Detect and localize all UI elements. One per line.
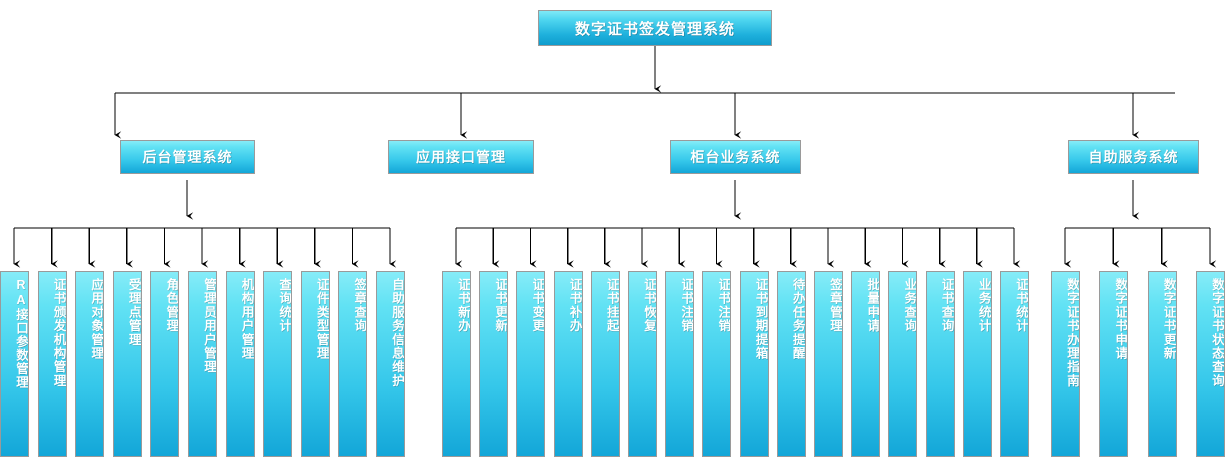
leaf-business-query[interactable]: 业务查询: [888, 271, 918, 457]
leaf-id-type-mgmt[interactable]: 证件类型管理: [300, 271, 330, 457]
node-branch-api-label: 应用接口管理: [416, 149, 506, 165]
leaf-label: 证件类型管理: [314, 278, 329, 361]
leaf-label: 数字证书更新: [1161, 278, 1176, 361]
leaf-cert-handling-guide[interactable]: 数字证书办理指南: [1051, 271, 1080, 457]
leaf-label: 应用对象管理: [89, 278, 104, 361]
leaf-label: 批量申请: [865, 278, 880, 333]
leaf-label: 自助服务信息维护: [390, 278, 404, 388]
leaf-cert-new[interactable]: 证书新办: [442, 271, 471, 457]
leaf-cert-renew[interactable]: 证书更新: [479, 271, 509, 457]
leaf-cert-restore[interactable]: 证书恢复: [628, 271, 657, 457]
leaf-label: 待办任务提醒: [790, 278, 805, 361]
leaf-label: 业务查询: [902, 278, 917, 333]
leaf-seal-query[interactable]: 签章查询: [338, 271, 368, 457]
leaf-query-statistics[interactable]: 查询统计: [263, 271, 293, 457]
node-branch-counter-label: 柜台业务系统: [690, 149, 781, 165]
leaf-acceptance-point-mgmt[interactable]: 受理点管理: [112, 271, 142, 457]
leaf-label: 证书注销: [716, 278, 731, 333]
node-branch-backoffice[interactable]: 后台管理系统: [120, 140, 255, 174]
leaf-seal-mgmt[interactable]: 签章管理: [814, 271, 843, 457]
leaf-cert-suspend[interactable]: 证书挂起: [590, 271, 620, 457]
leaf-label: RA接口参数管理: [14, 278, 28, 389]
leaf-cert-reissue[interactable]: 证书补办: [553, 271, 583, 457]
node-branch-counter[interactable]: 柜台业务系统: [670, 140, 801, 174]
leaf-label: 签章管理: [828, 278, 842, 333]
leaf-label: 证书恢复: [642, 278, 656, 333]
leaf-label: 查询统计: [277, 278, 292, 333]
node-root[interactable]: 数字证书签发管理系统: [538, 10, 772, 46]
leaf-label: 管理员用户管理: [202, 278, 216, 374]
leaf-org-user-mgmt[interactable]: 机构用户管理: [225, 271, 255, 457]
leaf-cert-status-query[interactable]: 数字证书状态查询: [1196, 271, 1225, 457]
node-root-label: 数字证书签发管理系统: [574, 20, 735, 38]
node-branch-selfservice[interactable]: 自助服务系统: [1068, 140, 1199, 174]
leaf-label: 证书统计: [1014, 278, 1028, 333]
leaf-app-object-mgmt[interactable]: 应用对象管理: [75, 271, 105, 457]
node-branch-backoffice-label: 后台管理系统: [142, 149, 233, 165]
leaf-ca-org-mgmt[interactable]: 证书颁发机构管理: [37, 271, 67, 457]
leaf-cert-revoke-1[interactable]: 证书注销: [665, 271, 695, 457]
leaf-selfservice-info-maintenance[interactable]: 自助服务信息维护: [376, 271, 405, 457]
leaf-label: 数字证书办理指南: [1065, 278, 1079, 388]
leaf-cert-statistics[interactable]: 证书统计: [1000, 271, 1029, 457]
leaf-ra-param-mgmt[interactable]: RA接口参数管理: [0, 271, 29, 457]
leaf-label: 证书到期提箱: [753, 278, 768, 361]
leaf-label: 证书注销: [679, 278, 694, 333]
leaf-label: 数字证书申请: [1113, 278, 1128, 361]
leaf-admin-user-mgmt[interactable]: 管理员用户管理: [188, 271, 217, 457]
leaf-business-statistics[interactable]: 业务统计: [962, 271, 992, 457]
leaf-label: 签章查询: [352, 278, 367, 333]
leaf-pending-task-reminder[interactable]: 待办任务提醒: [776, 271, 806, 457]
leaf-cert-update[interactable]: 数字证书更新: [1147, 271, 1177, 457]
leaf-label: 证书补办: [567, 278, 582, 333]
leaf-cert-query[interactable]: 证书查询: [925, 271, 955, 457]
leaf-label: 角色管理: [164, 278, 179, 333]
leaf-label: 证书更新: [493, 278, 508, 333]
leaf-label: 机构用户管理: [239, 278, 254, 361]
leaf-label: 证书颁发机构管理: [51, 278, 66, 388]
leaf-label: 受理点管理: [126, 278, 141, 347]
leaf-cert-change[interactable]: 证书变更: [516, 271, 546, 457]
leaf-label: 证书查询: [939, 278, 954, 333]
leaf-role-mgmt[interactable]: 角色管理: [150, 271, 180, 457]
leaf-label: 证书新办: [456, 278, 470, 333]
leaf-cert-apply[interactable]: 数字证书申请: [1099, 271, 1129, 457]
leaf-label: 证书挂起: [604, 278, 619, 333]
node-branch-selfservice-label: 自助服务系统: [1088, 149, 1179, 165]
leaf-label: 业务统计: [976, 278, 991, 333]
leaf-cert-expiry-reminder-box[interactable]: 证书到期提箱: [739, 271, 769, 457]
leaf-label: 数字证书状态查询: [1210, 278, 1224, 388]
node-branch-api[interactable]: 应用接口管理: [388, 140, 534, 174]
leaf-batch-application[interactable]: 批量申请: [851, 271, 881, 457]
leaf-cert-revoke-2[interactable]: 证书注销: [702, 271, 732, 457]
leaf-label: 证书变更: [530, 278, 545, 333]
